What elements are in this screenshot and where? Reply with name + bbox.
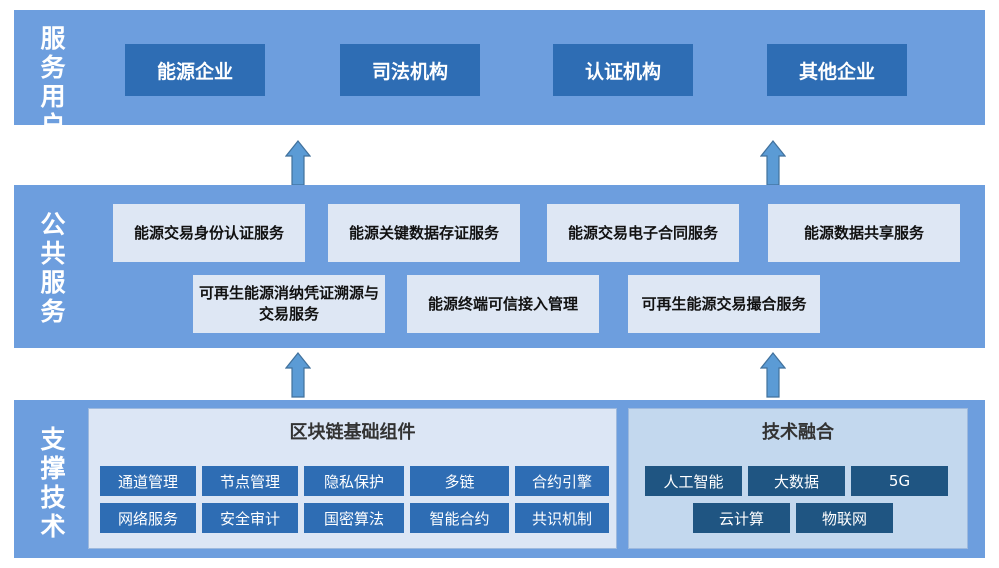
layer-label-support-tech: 支撑技术: [40, 425, 66, 541]
panel-title-blockchain: 区块链基础组件: [289, 422, 416, 443]
chip-security-audit[interactable]: 安全审计: [202, 503, 298, 533]
chip-internet-of-things[interactable]: 物联网: [796, 503, 893, 533]
arrow-public-to-users-left: [285, 140, 311, 186]
chip-node-management[interactable]: 节点管理: [202, 466, 298, 496]
chip-contract-engine[interactable]: 合约引擎: [515, 466, 609, 496]
arrow-public-to-users-right: [760, 140, 786, 186]
user-box-energy-enterprise[interactable]: 能源企业: [125, 44, 265, 96]
service-box-data-sharing[interactable]: 能源数据共享服务: [768, 204, 960, 262]
chip-artificial-intelligence[interactable]: 人工智能: [645, 466, 742, 496]
user-box-certification-authority[interactable]: 认证机构: [553, 44, 693, 96]
chip-multi-chain[interactable]: 多链: [410, 466, 509, 496]
service-box-renewable-trading-matching[interactable]: 可再生能源交易撮合服务: [628, 275, 820, 333]
service-box-identity-authentication[interactable]: 能源交易身份认证服务: [113, 204, 305, 262]
chip-network-service[interactable]: 网络服务: [100, 503, 196, 533]
service-box-renewable-certificate-tracing[interactable]: 可再生能源消纳凭证溯源与交易服务: [193, 275, 385, 333]
chip-national-crypto-algorithm[interactable]: 国密算法: [304, 503, 404, 533]
service-box-terminal-trusted-access[interactable]: 能源终端可信接入管理: [407, 275, 599, 333]
chip-5g[interactable]: 5G: [851, 466, 948, 496]
user-box-other-enterprise[interactable]: 其他企业: [767, 44, 907, 96]
user-box-judicial-institution[interactable]: 司法机构: [340, 44, 480, 96]
chip-smart-contract[interactable]: 智能合约: [410, 503, 509, 533]
chip-consensus-mechanism[interactable]: 共识机制: [515, 503, 609, 533]
service-box-key-data-attestation[interactable]: 能源关键数据存证服务: [328, 204, 520, 262]
arrow-support-to-public-right: [760, 352, 786, 398]
service-box-electronic-contract[interactable]: 能源交易电子合同服务: [547, 204, 739, 262]
chip-privacy-protection[interactable]: 隐私保护: [304, 466, 404, 496]
panel-title-techfusion: 技术融合: [762, 422, 834, 443]
chip-big-data[interactable]: 大数据: [748, 466, 845, 496]
arrow-support-to-public-left: [285, 352, 311, 398]
chip-channel-management[interactable]: 通道管理: [100, 466, 196, 496]
chip-cloud-computing[interactable]: 云计算: [693, 503, 790, 533]
layer-label-public-service: 公共服务: [40, 210, 66, 326]
layer-label-service-users: 服务用户: [40, 24, 66, 140]
